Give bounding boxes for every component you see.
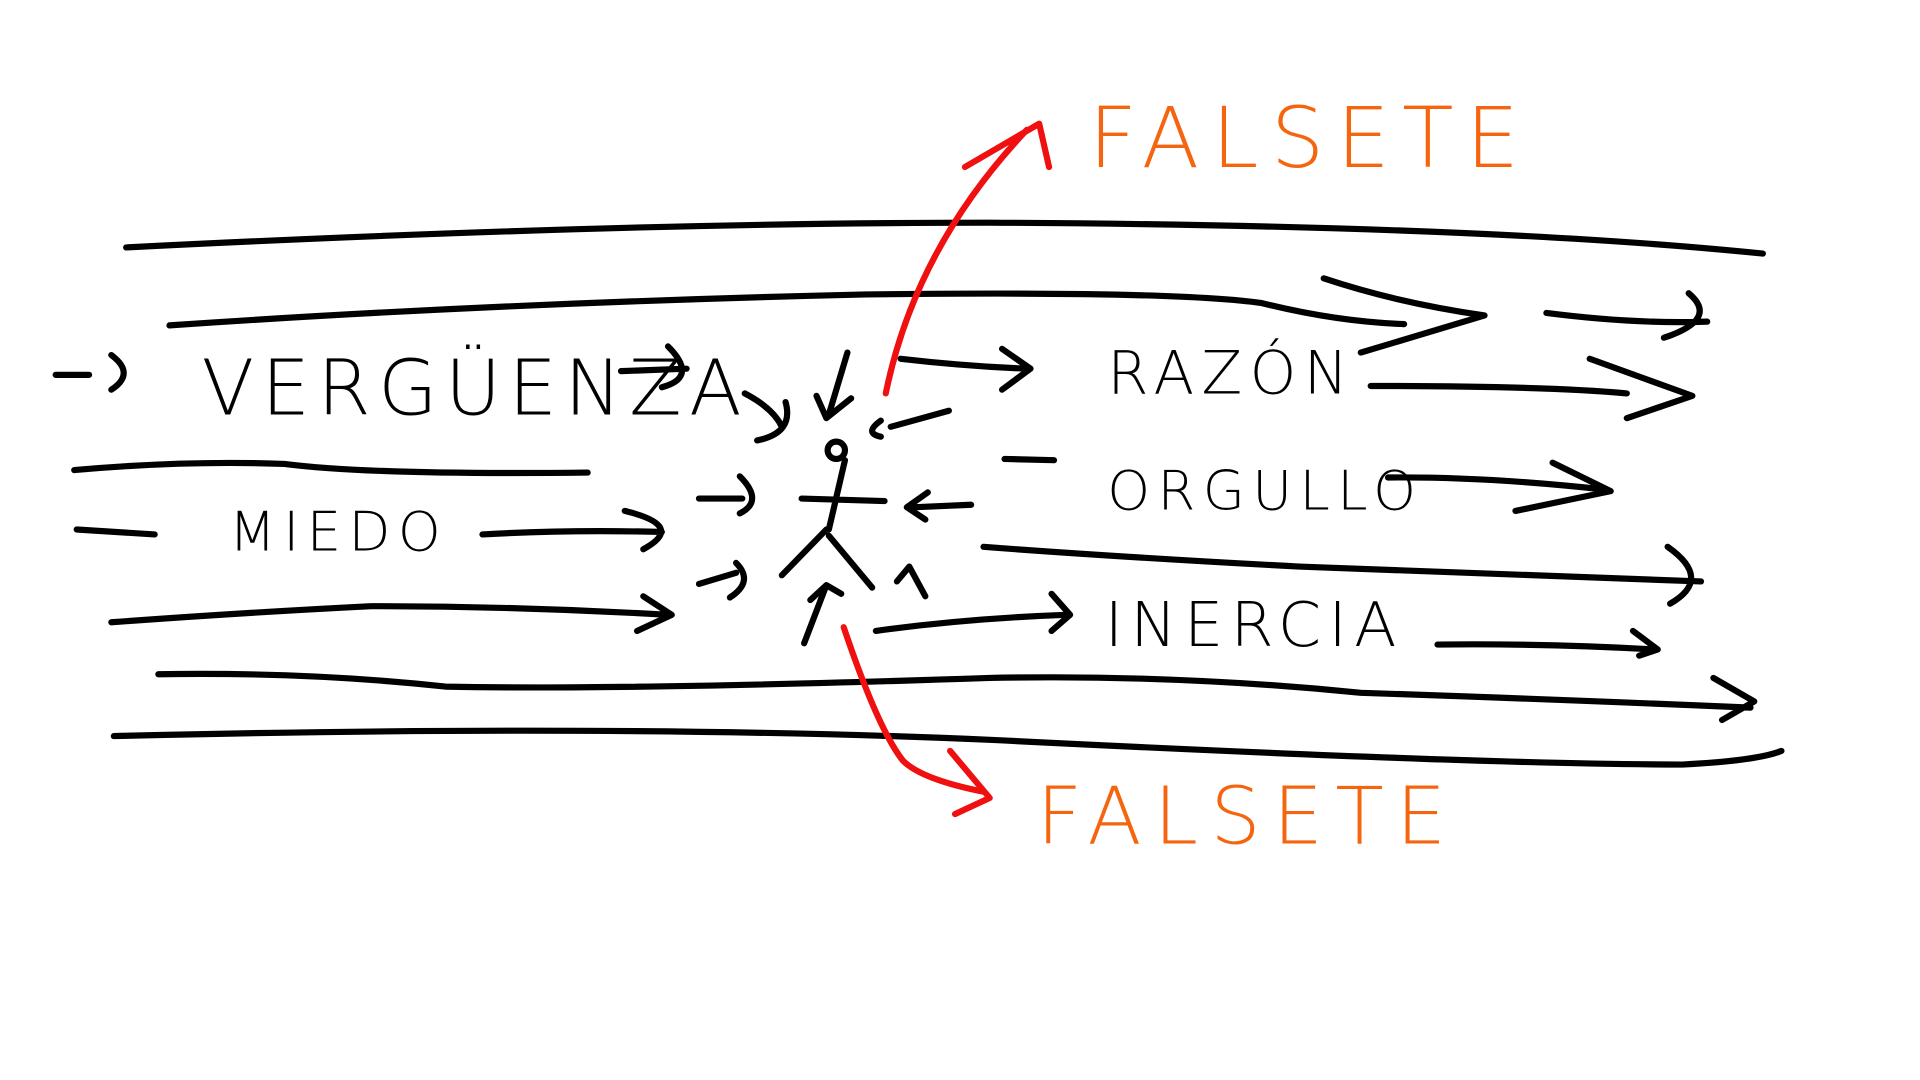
flow-arrow	[1320, 275, 1488, 356]
force-arrow	[741, 390, 791, 444]
flow-line	[73, 526, 158, 538]
flow-arrow	[872, 590, 1074, 635]
force-arrow	[801, 582, 845, 647]
flow-arrow	[108, 593, 675, 635]
force-arrow	[695, 473, 756, 517]
flow-line	[155, 670, 1758, 724]
escape-arrow-down	[840, 624, 993, 818]
flow-lines	[52, 275, 1758, 724]
forces-on-figure	[695, 349, 975, 647]
force-arrow	[893, 563, 929, 600]
flow-arrow	[479, 507, 665, 553]
label-razon: RAZÓN	[1107, 338, 1355, 408]
label-orgullo: ORGULLO	[1107, 459, 1423, 523]
label-falsete-bottom: FALSETE	[1037, 771, 1459, 863]
figure-body	[778, 457, 888, 591]
flow-arrow	[1543, 290, 1711, 341]
flow-arrow	[52, 351, 127, 393]
flow-arrow	[617, 343, 690, 391]
figure-head	[824, 438, 849, 463]
flow-line	[1001, 455, 1058, 464]
escape-arrow-up	[882, 120, 1053, 397]
label-inercia: INERCIA	[1105, 589, 1404, 661]
label-verguenza: VERGÜENZA	[202, 344, 749, 433]
stick-figure	[778, 438, 888, 591]
flow-arrow	[980, 543, 1705, 607]
force-arrow	[695, 559, 748, 601]
force-arrow	[813, 349, 855, 422]
label-miedo: MIEDO	[229, 500, 448, 564]
flow-line	[71, 459, 591, 477]
flow-arrow	[897, 345, 1034, 393]
flow-arrow	[1434, 627, 1661, 659]
force-arrow	[869, 407, 952, 440]
channel-bottom-border	[110, 727, 1785, 768]
flow-arrow	[1384, 459, 1614, 515]
channel-top-border	[123, 219, 1766, 257]
flow-line	[166, 290, 1408, 329]
flow-arrow	[1367, 355, 1696, 422]
label-falsete-top: FALSETE	[1089, 89, 1532, 187]
force-arrow	[903, 489, 975, 523]
